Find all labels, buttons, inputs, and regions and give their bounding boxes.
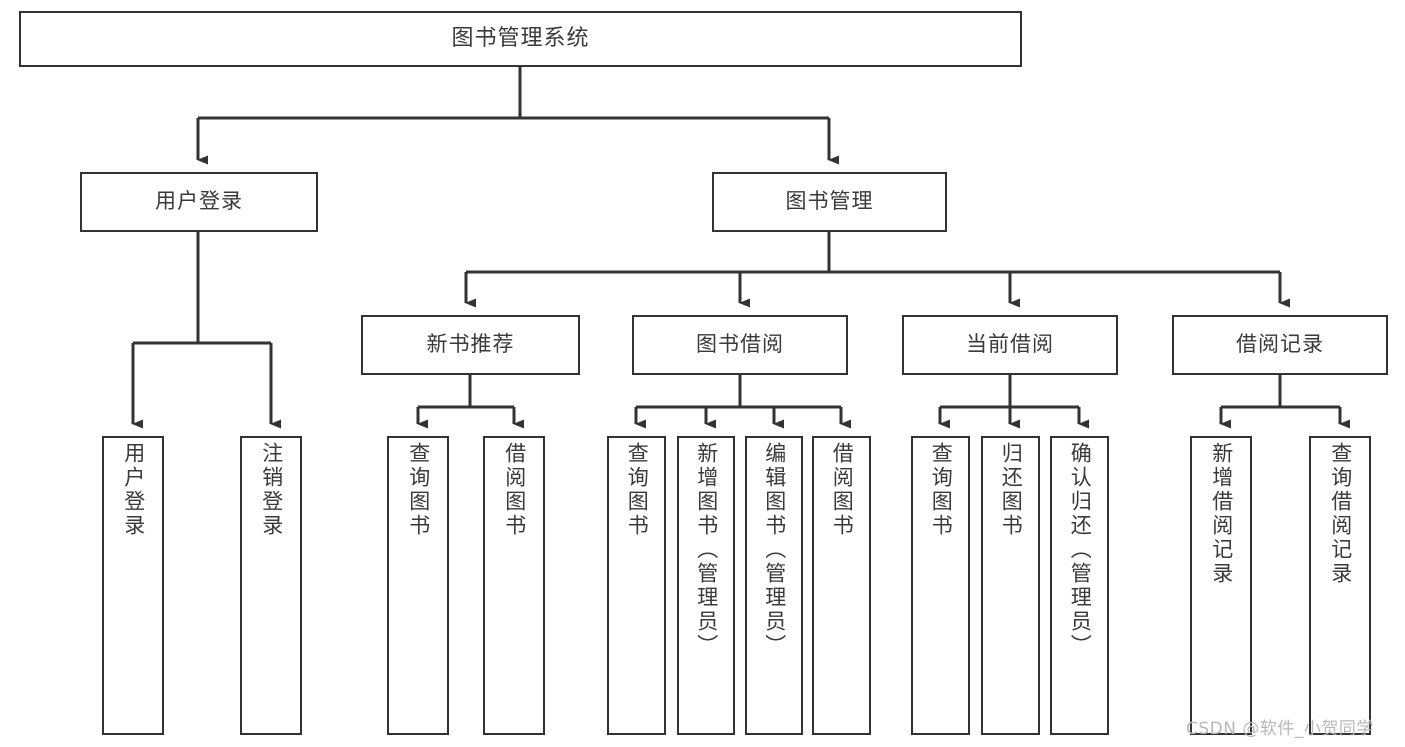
node-leaf-12-查询借阅记录[interactable]: 查询借阅记录 <box>1309 436 1371 735</box>
node-leaf-9-归还图书[interactable]: 归还图书 <box>981 436 1040 735</box>
node-leaf-4-查询图书[interactable]: 查询图书 <box>607 436 666 735</box>
node-level2-1-图书借阅[interactable]: 图书借阅 <box>632 315 848 375</box>
node-label: 当前借阅 <box>966 332 1054 357</box>
node-leaf-2-查询图书[interactable]: 查询图书 <box>387 436 449 735</box>
node-label: 用户登录 <box>155 189 243 214</box>
node-leaf-1-注销登录[interactable]: 注销登录 <box>240 436 302 735</box>
node-label: 确认归还（管理员） <box>1068 442 1093 658</box>
node-leaf-8-查询图书[interactable]: 查询图书 <box>911 436 970 735</box>
node-leaf-6-编辑图书管理员[interactable]: 编辑图书（管理员） <box>745 436 803 735</box>
node-level1-0-用户登录[interactable]: 用户登录 <box>80 172 318 232</box>
csdn-watermark: CSDN @软件_小贺同学 <box>1186 719 1374 739</box>
node-label: 用户登录 <box>121 442 146 538</box>
node-label: 借阅记录 <box>1236 332 1324 357</box>
node-level1-1-图书管理[interactable]: 图书管理 <box>712 172 947 232</box>
node-label: 查询图书 <box>929 442 954 538</box>
node-label: 新增借阅记录 <box>1209 442 1234 586</box>
node-label: 图书管理 <box>785 189 874 214</box>
node-leaf-7-借阅图书[interactable]: 借阅图书 <box>812 436 871 735</box>
node-leaf-0-用户登录[interactable]: 用户登录 <box>102 436 164 735</box>
node-label: 借阅图书 <box>830 442 855 538</box>
node-label: 新增图书（管理员） <box>694 442 719 658</box>
node-level2-2-当前借阅[interactable]: 当前借阅 <box>902 315 1118 375</box>
node-label: 图书管理系统 <box>451 25 590 51</box>
node-leaf-3-借阅图书[interactable]: 借阅图书 <box>483 436 545 735</box>
node-label: 借阅图书 <box>502 442 527 538</box>
node-leaf-11-新增借阅记录[interactable]: 新增借阅记录 <box>1190 436 1252 735</box>
node-level2-3-借阅记录[interactable]: 借阅记录 <box>1172 315 1388 375</box>
node-leaf-10-确认归还管理员[interactable]: 确认归还（管理员） <box>1050 436 1109 735</box>
node-label: 编辑图书（管理员） <box>762 442 787 658</box>
node-label: 查询图书 <box>406 442 431 538</box>
node-label: 图书借阅 <box>696 332 784 357</box>
node-label: 注销登录 <box>259 442 284 538</box>
node-label: 查询借阅记录 <box>1328 442 1353 586</box>
node-root-图书管理系统[interactable]: 图书管理系统 <box>19 11 1022 67</box>
node-label: 新书推荐 <box>426 332 515 357</box>
node-label: 查询图书 <box>625 442 650 538</box>
node-leaf-5-新增图书管理员[interactable]: 新增图书（管理员） <box>677 436 735 735</box>
node-level2-0-新书推荐[interactable]: 新书推荐 <box>361 315 580 375</box>
node-label: 归还图书 <box>999 442 1024 538</box>
